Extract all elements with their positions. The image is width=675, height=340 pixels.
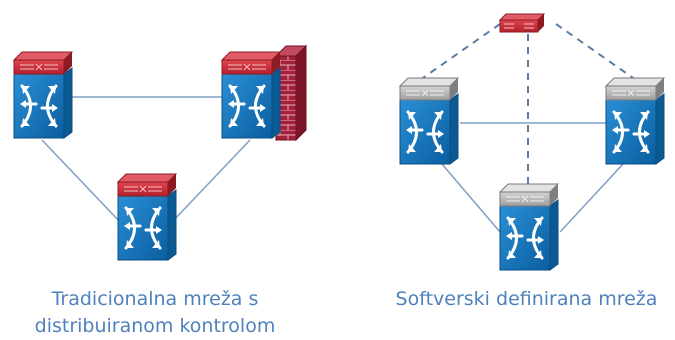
link-lines xyxy=(41,96,251,223)
firewall-icon xyxy=(274,44,308,142)
sdn-controller-icon xyxy=(498,13,546,33)
control-links-dashed xyxy=(419,23,637,184)
network-switch-icon xyxy=(220,66,282,140)
link-top-right-to-bottom xyxy=(171,139,251,223)
link-top-left-to-bottom xyxy=(41,139,121,223)
network-switch-icon xyxy=(498,198,560,272)
caption-traditional-line1: Tradicionalna mreža s xyxy=(51,288,259,310)
caption-sdn-network: Softverski definirana mreža xyxy=(378,286,675,313)
caption-traditional-line2: distribuiranom kontrolom xyxy=(34,315,276,337)
switch-top-gray xyxy=(499,183,559,207)
switch-top-gray xyxy=(605,77,665,101)
switch-top-red xyxy=(13,51,73,75)
caption-traditional-network: Tradicionalna mreža s distribuiranom kon… xyxy=(10,286,300,340)
network-switch-icon xyxy=(604,92,666,166)
caption-sdn-line1: Softverski definirana mreža xyxy=(395,288,658,310)
network-switch-icon xyxy=(398,92,460,166)
sdn-network xyxy=(398,13,666,272)
switch-top-gray xyxy=(399,77,459,101)
network-switch-icon xyxy=(116,188,178,262)
control-link-left xyxy=(419,23,501,81)
switch-top-red xyxy=(221,51,281,75)
switch-top-red xyxy=(117,173,177,197)
control-link-right xyxy=(555,23,637,81)
network-switch-icon xyxy=(12,66,74,140)
traditional-network xyxy=(12,44,308,262)
